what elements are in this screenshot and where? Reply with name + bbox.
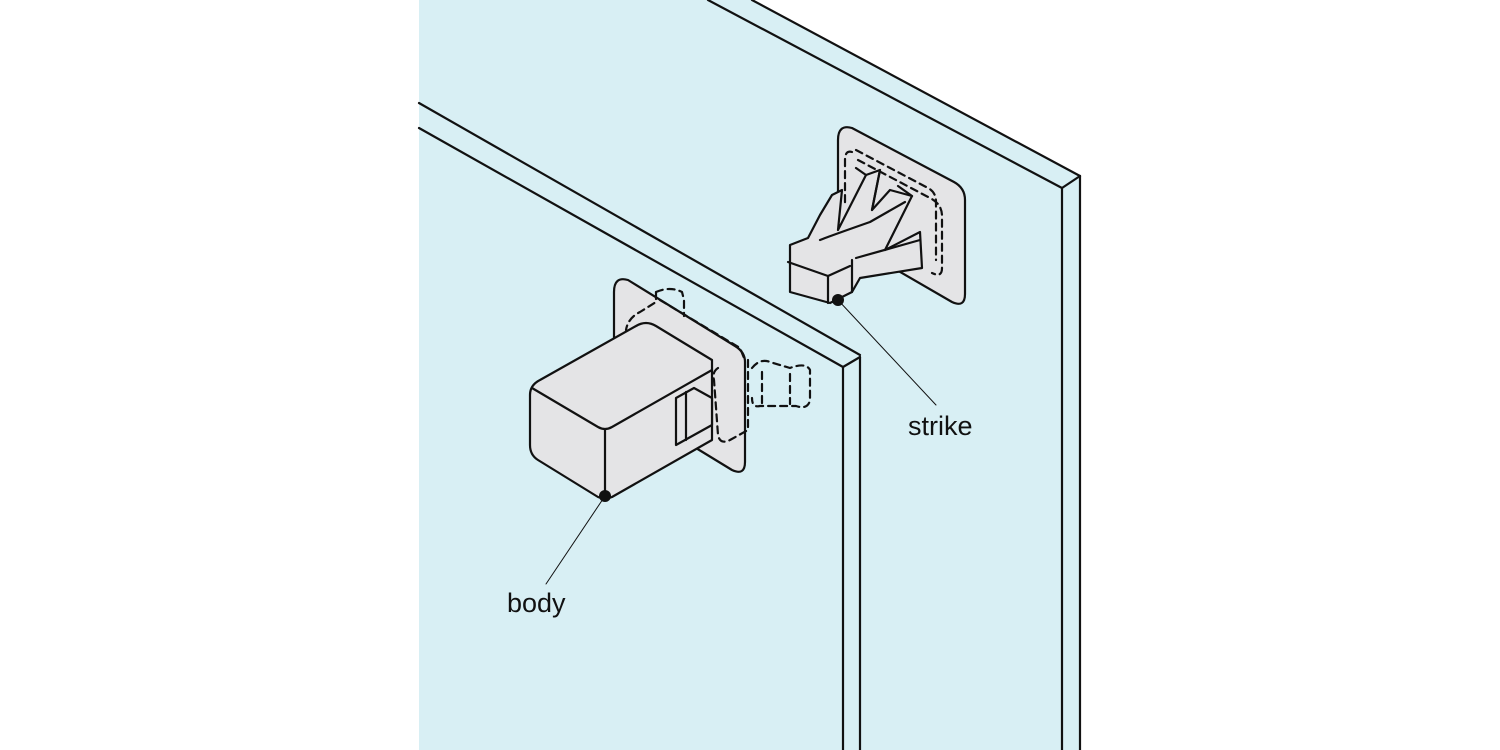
body-label: body: [507, 588, 566, 618]
strike-label: strike: [908, 411, 973, 441]
strike-part: [786, 126, 967, 305]
callout-strike: [832, 294, 937, 406]
body-part: [528, 278, 812, 500]
callout-body: [545, 490, 611, 585]
